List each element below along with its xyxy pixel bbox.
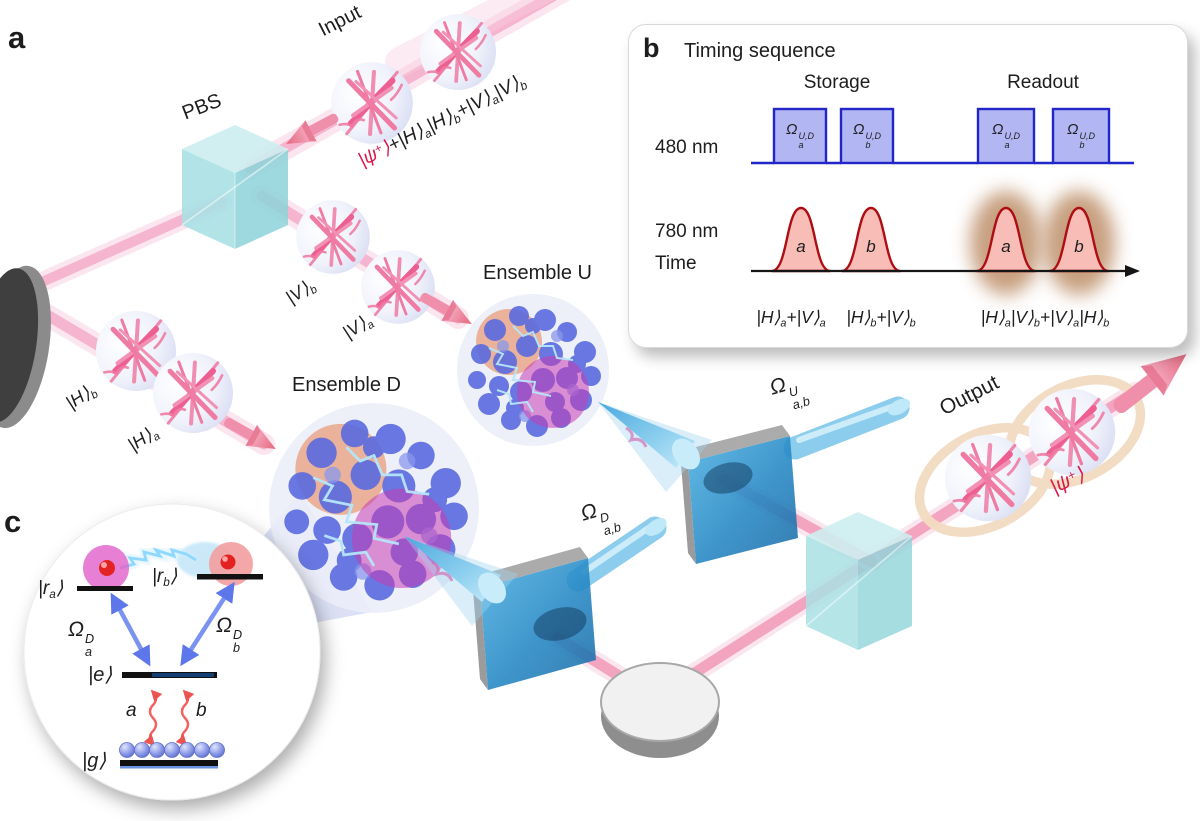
state-g-label: |g⟩ xyxy=(82,750,107,772)
timing-plot xyxy=(751,107,1140,295)
state-storage-b: |H⟩b+|V⟩b xyxy=(846,307,916,330)
ensemble-u-label: Ensemble U xyxy=(483,262,592,284)
photon-a-label: a xyxy=(126,700,137,721)
photon-b-label: b xyxy=(196,700,207,721)
panel-a-label: a xyxy=(8,20,26,55)
pbs-cube xyxy=(181,125,289,249)
state-readout: |H⟩a|V⟩b+|V⟩a|H⟩b xyxy=(980,307,1110,330)
pulse-780-label: a xyxy=(1001,237,1011,256)
state-e-label: |e⟩ xyxy=(88,664,113,686)
level-diagram xyxy=(77,542,263,769)
time-label: Time xyxy=(655,253,697,274)
output-pbs-cube xyxy=(805,512,913,650)
time-axis xyxy=(751,265,1140,277)
level-rb xyxy=(197,574,263,580)
storage-label: Storage xyxy=(803,72,871,93)
state-ra-label: |ra⟩ xyxy=(38,578,64,601)
pulses-480nm xyxy=(751,107,1134,165)
state-rb-label: |rb⟩ xyxy=(152,566,178,589)
pulse-780-label: b xyxy=(866,237,876,256)
panel-c-label: c xyxy=(4,504,22,539)
state-storage-a: |H⟩a+|V⟩a xyxy=(756,307,826,330)
ensemble-d-label: Ensemble D xyxy=(292,374,401,396)
level-ra xyxy=(77,586,133,591)
pulse-780-label: b xyxy=(1074,237,1084,256)
pulse-780-label: a xyxy=(796,237,806,256)
readout-label: Readout xyxy=(1007,72,1079,93)
panel-b-label: b xyxy=(643,33,660,63)
row-780nm-label: 780 nm xyxy=(655,221,719,242)
dichroic-plate-u xyxy=(680,396,911,564)
pulses-780nm xyxy=(770,206,1110,273)
dichroic-plate-d xyxy=(472,516,667,690)
timing-sequence-panel: b Timing sequence Storage Readout 480 nm… xyxy=(628,24,1188,348)
mirror-bottom xyxy=(600,662,720,758)
level-g xyxy=(120,760,218,766)
timing-sequence-title: Timing sequence xyxy=(684,40,836,62)
ensemble-u-blob xyxy=(456,293,610,447)
mirror-left xyxy=(0,265,51,429)
row-480nm-label: 480 nm xyxy=(655,137,719,158)
